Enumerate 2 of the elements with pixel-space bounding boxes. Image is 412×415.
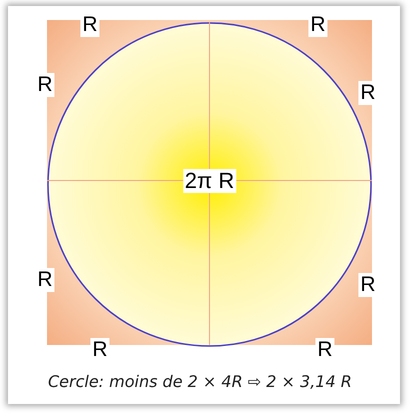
- caption: Cercle: moins de 2 × 4R ⇨ 2 × 3,14 R: [48, 372, 352, 391]
- formula-label: 2π R: [182, 168, 236, 192]
